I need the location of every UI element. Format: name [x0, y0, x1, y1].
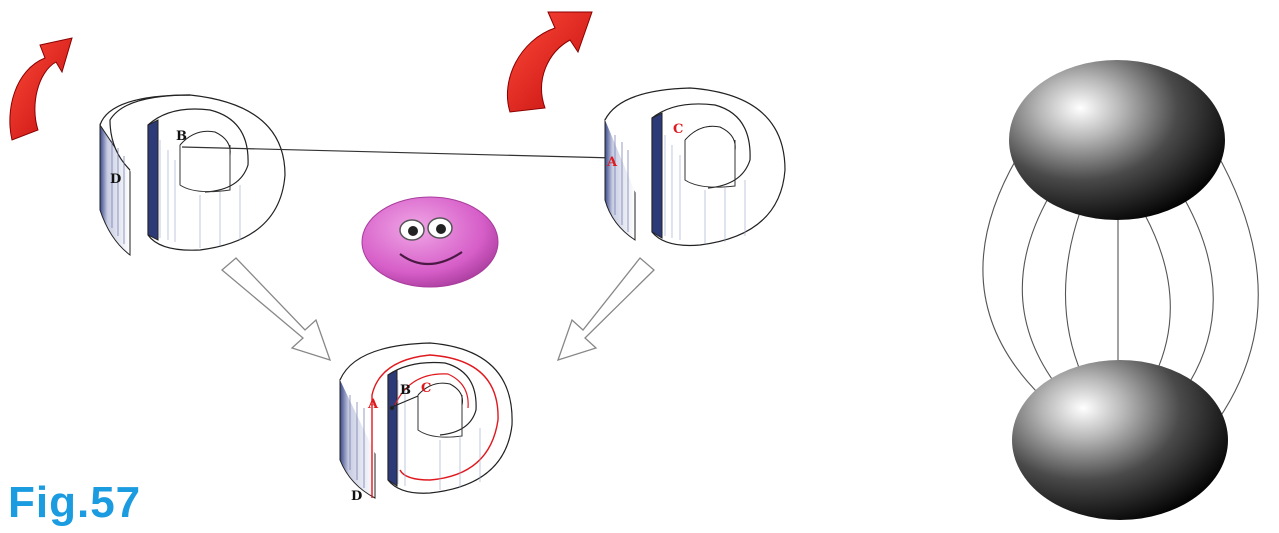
sphere-top — [1009, 60, 1225, 220]
merge-arrow-left — [220, 257, 332, 362]
label-d: D — [110, 172, 121, 187]
connector-line — [181, 146, 616, 159]
spiral-combined: A B C D — [339, 342, 513, 504]
curved-arrow-icon — [506, 11, 593, 113]
smiley-face-icon — [361, 196, 499, 288]
label-a: A — [367, 397, 379, 412]
label-c: C — [673, 122, 683, 137]
sphere-bottom — [1012, 360, 1228, 520]
label-a: A — [606, 155, 618, 170]
label-d: D — [351, 489, 362, 504]
sphere-connection-lines — [982, 139, 1259, 421]
label-b: B — [176, 129, 187, 144]
label-b: B — [400, 383, 411, 398]
figure-caption: Fig.57 — [8, 478, 142, 527]
spiral-right: A C — [604, 87, 786, 247]
curved-arrow-icon — [9, 37, 73, 141]
label-c: C — [421, 381, 431, 396]
spiral-left: B D — [99, 94, 286, 257]
merge-arrow-right — [556, 257, 655, 362]
